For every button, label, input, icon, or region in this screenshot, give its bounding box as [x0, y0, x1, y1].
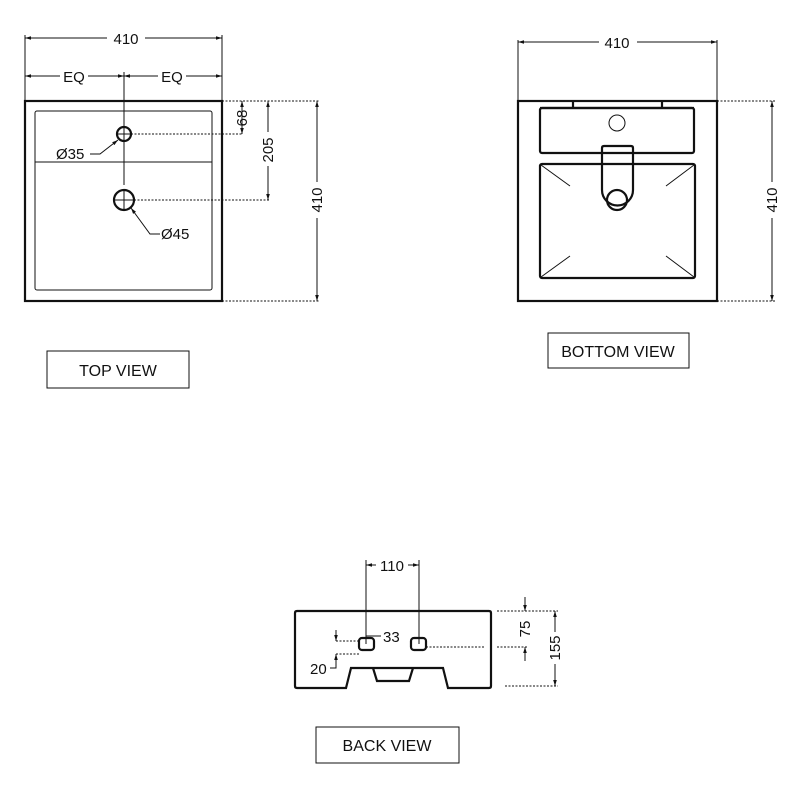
- bottom-view: 410 410 BOTTOM VIEW: [516, 34, 781, 369]
- bottom-height-dim: 410: [764, 187, 781, 212]
- bowl-underside: [538, 162, 697, 280]
- top-height-dim: 410: [309, 187, 326, 212]
- basin-back-outline: [293, 609, 493, 690]
- overflow-channel: [600, 144, 635, 207]
- tap-hole: [608, 114, 626, 132]
- waste-outlet: [605, 188, 629, 212]
- bottom-width-dim: 410: [604, 35, 629, 52]
- top-view-label-box: [46, 350, 190, 389]
- deck-underside: [538, 106, 696, 155]
- bowl-bottom: [371, 667, 415, 683]
- slot-height-dim: 20: [310, 661, 327, 678]
- eq-left-dim: EQ: [63, 69, 85, 86]
- top-view: 410 EQ EQ 68 205 410 Ø35 Ø45 TOP VIEW: [23, 30, 326, 389]
- basin-outline: [516, 99, 719, 303]
- bottom-view-label: BOTTOM VIEW: [561, 344, 675, 361]
- waste-hole-diameter: Ø45: [161, 226, 189, 243]
- back-view: 110 33 20 75 155 BACK VIEW: [293, 557, 564, 764]
- top-width-dim: 410: [113, 31, 138, 48]
- bottom-view-label-box: [547, 332, 690, 369]
- slot-from-top-dim: 75: [517, 621, 534, 638]
- back-view-label-box: [315, 726, 460, 764]
- dim-68: 68: [234, 110, 251, 127]
- back-view-label: BACK VIEW: [343, 738, 433, 755]
- eq-right-dim: EQ: [161, 69, 183, 86]
- slot-width-dim: 33: [383, 629, 400, 646]
- top-view-label: TOP VIEW: [79, 363, 158, 380]
- dim-205: 205: [260, 137, 277, 162]
- slot-spacing-dim: 110: [380, 558, 404, 575]
- tap-hole-diameter: Ø35: [56, 146, 84, 163]
- back-height-dim: 155: [547, 635, 564, 660]
